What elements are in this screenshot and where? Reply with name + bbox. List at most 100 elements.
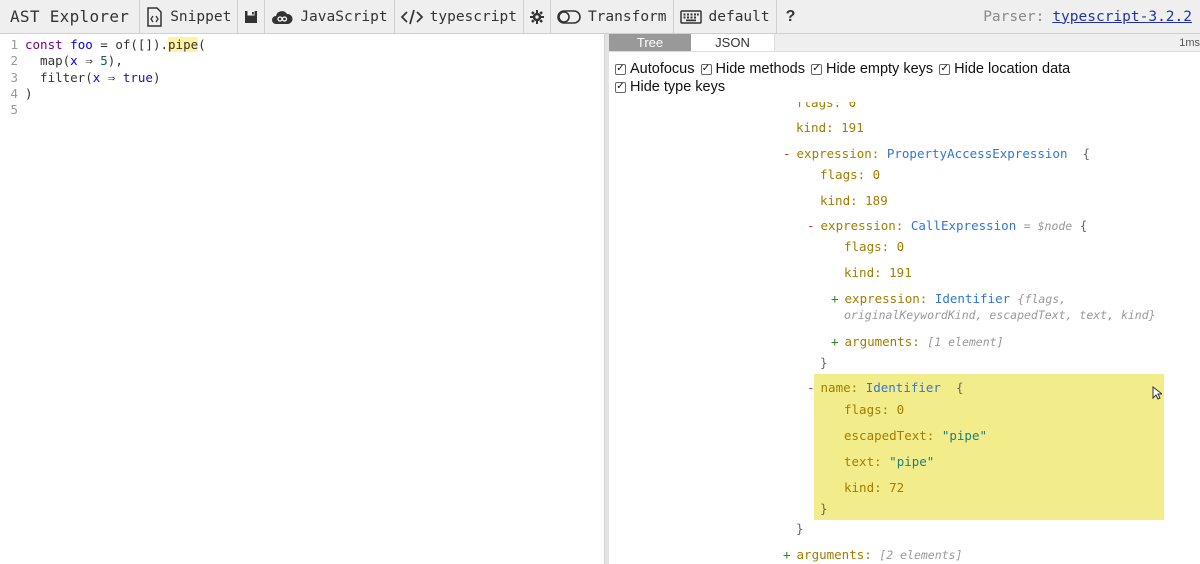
- close-brace: }: [820, 501, 828, 516]
- code-editor[interactable]: 1 const foo = of([]).pipe( 2 map(x ⇒ 5),…: [0, 35, 604, 564]
- code-text: map(x ⇒ 5),: [25, 53, 123, 69]
- tree-prop: flags: 0: [844, 402, 905, 417]
- collapse-toggle[interactable]: -: [783, 146, 791, 161]
- tree-type: Identifier: [934, 291, 1011, 306]
- option-label: Autofocus: [630, 61, 695, 77]
- code-line: 5: [0, 102, 604, 118]
- tree-type: CallExpression: [910, 218, 1017, 233]
- keymap-selector[interactable]: default: [674, 0, 777, 33]
- code-line: 2 map(x ⇒ 5),: [0, 53, 604, 69]
- file-code-icon: [146, 6, 163, 27]
- option-label: Hide empty keys: [825, 61, 934, 77]
- tree-prop: flags: 0: [820, 167, 881, 182]
- parser-selector[interactable]: typescript: [395, 0, 524, 33]
- code-text: ): [25, 85, 33, 101]
- snippet-button[interactable]: Snippet: [140, 0, 239, 33]
- highlighted-node: [814, 374, 1164, 520]
- expand-toggle[interactable]: +: [831, 334, 839, 349]
- option-hide-location-data[interactable]: ✓Hide location data: [939, 60, 1070, 78]
- checkbox-checked-icon: ✓: [615, 63, 626, 75]
- option-hide-type-keys[interactable]: ✓Hide type keys: [615, 78, 725, 96]
- snippet-label: Snippet: [170, 8, 232, 25]
- node-summary: [1 element]: [927, 335, 1004, 349]
- close-brace: }: [796, 521, 804, 536]
- pane-splitter[interactable]: [604, 34, 609, 564]
- node-hint: = $node: [1023, 219, 1073, 233]
- parser-info: Parser: typescript-3.2.2: [983, 0, 1200, 33]
- output-panel: Tree JSON 1ms ✓Autofocus ✓Hide methods ✓…: [609, 34, 1200, 564]
- option-label: Hide type keys: [630, 79, 726, 95]
- option-autofocus[interactable]: ✓ Autofocus: [615, 60, 695, 78]
- tree-key: arguments:: [796, 547, 872, 562]
- tree-key: expression:: [844, 291, 928, 306]
- tree-prop: kind: 191: [796, 120, 864, 135]
- tree-prop: kind: 189: [820, 193, 888, 208]
- code-line: 4 ): [0, 86, 604, 102]
- tree-type: PropertyAccessExpression: [886, 146, 1068, 161]
- mouse-pointer-icon: [1152, 385, 1164, 403]
- code-line: 1 const foo = of([]).pipe(: [0, 37, 604, 53]
- output-tabs: Tree JSON 1ms: [609, 34, 1200, 52]
- node-summary: [2 elements]: [879, 548, 963, 562]
- app-title: AST Explorer: [0, 0, 141, 33]
- toolbar: AST Explorer Snippet JavaScript typescri…: [0, 0, 1200, 34]
- tab-json[interactable]: JSON: [691, 34, 775, 51]
- parser-version-link[interactable]: typescript-3.2.2: [1052, 8, 1192, 25]
- option-label: Hide location data: [954, 61, 1071, 77]
- code-text: filter(x ⇒ true): [25, 69, 161, 85]
- collapse-toggle[interactable]: -: [807, 380, 815, 395]
- tree-type: Identifier: [865, 380, 941, 395]
- line-number: 4: [10, 85, 18, 101]
- language-label: JavaScript: [300, 8, 388, 25]
- option-hide-empty-keys[interactable]: ✓Hide empty keys: [810, 60, 934, 78]
- save-icon: [244, 10, 258, 24]
- tree-key: text:: [844, 454, 882, 469]
- help-button[interactable]: ?: [777, 0, 805, 33]
- ast-tree: flags: 0 kind: 191 -expression: Property…: [609, 102, 1200, 564]
- tree-node[interactable]: +arguments: [1 element]: [831, 334, 1004, 349]
- transform-label: Transform: [587, 8, 667, 25]
- parser-caption: Parser:: [983, 8, 1045, 25]
- cloud-icon: [271, 9, 293, 25]
- tree-string: "pipe": [941, 428, 987, 443]
- tab-tree[interactable]: Tree: [609, 34, 691, 51]
- node-summary: {flags,: [1017, 292, 1067, 306]
- option-label: Hide methods: [715, 61, 805, 77]
- expand-toggle[interactable]: +: [831, 291, 839, 306]
- close-brace: }: [820, 355, 828, 370]
- tree-key: expression:: [820, 218, 904, 233]
- code-line: 3 filter(x ⇒ true): [0, 70, 604, 86]
- option-hide-methods[interactable]: ✓Hide methods: [700, 60, 805, 78]
- checkbox-checked-icon: ✓: [810, 63, 822, 75]
- tree-prop: text: "pipe": [844, 454, 934, 469]
- toggle-off-icon: [557, 9, 581, 25]
- node-summary: originalKeywordKind, escapedText, text, …: [844, 308, 1156, 322]
- keyboard-icon: [679, 9, 702, 24]
- keymap-label: default: [708, 8, 770, 25]
- language-selector[interactable]: JavaScript: [265, 0, 395, 33]
- line-number: 2: [10, 53, 18, 69]
- tree-node[interactable]: -name: Identifier {: [807, 380, 964, 395]
- tree-node[interactable]: -expression: CallExpression = $node {: [807, 218, 1088, 233]
- tree-options: ✓Autofocus ✓Hide methods ✓Hide empty key…: [609, 52, 1200, 96]
- tree-key: name:: [820, 380, 859, 395]
- tree-node[interactable]: -expression: PropertyAccessExpression {: [783, 146, 1091, 161]
- save-button[interactable]: [238, 0, 266, 33]
- line-number: 1: [10, 37, 18, 52]
- tree-key: escapedText:: [844, 428, 935, 443]
- transform-toggle[interactable]: Transform: [551, 0, 674, 33]
- gear-icon: [529, 9, 544, 24]
- expand-toggle[interactable]: +: [783, 547, 791, 562]
- tree-prop: kind: 191: [844, 265, 912, 280]
- tree-node[interactable]: + arguments: [2 elements]: [783, 547, 962, 562]
- tree-prop: kind: 72: [844, 480, 905, 495]
- parse-time: 1ms: [1179, 37, 1200, 49]
- tree-prop: flags: 0: [844, 239, 905, 254]
- code-text: const foo = of([]).pipe(: [25, 37, 206, 52]
- tree-node[interactable]: + expression: Identifier {flags,: [831, 291, 1066, 306]
- tree-prop: escapedText: "pipe": [844, 428, 987, 443]
- tree-string: "pipe": [889, 454, 935, 469]
- collapse-toggle[interactable]: -: [807, 218, 815, 233]
- parser-settings-button[interactable]: [524, 0, 551, 33]
- line-number: 5: [10, 102, 18, 118]
